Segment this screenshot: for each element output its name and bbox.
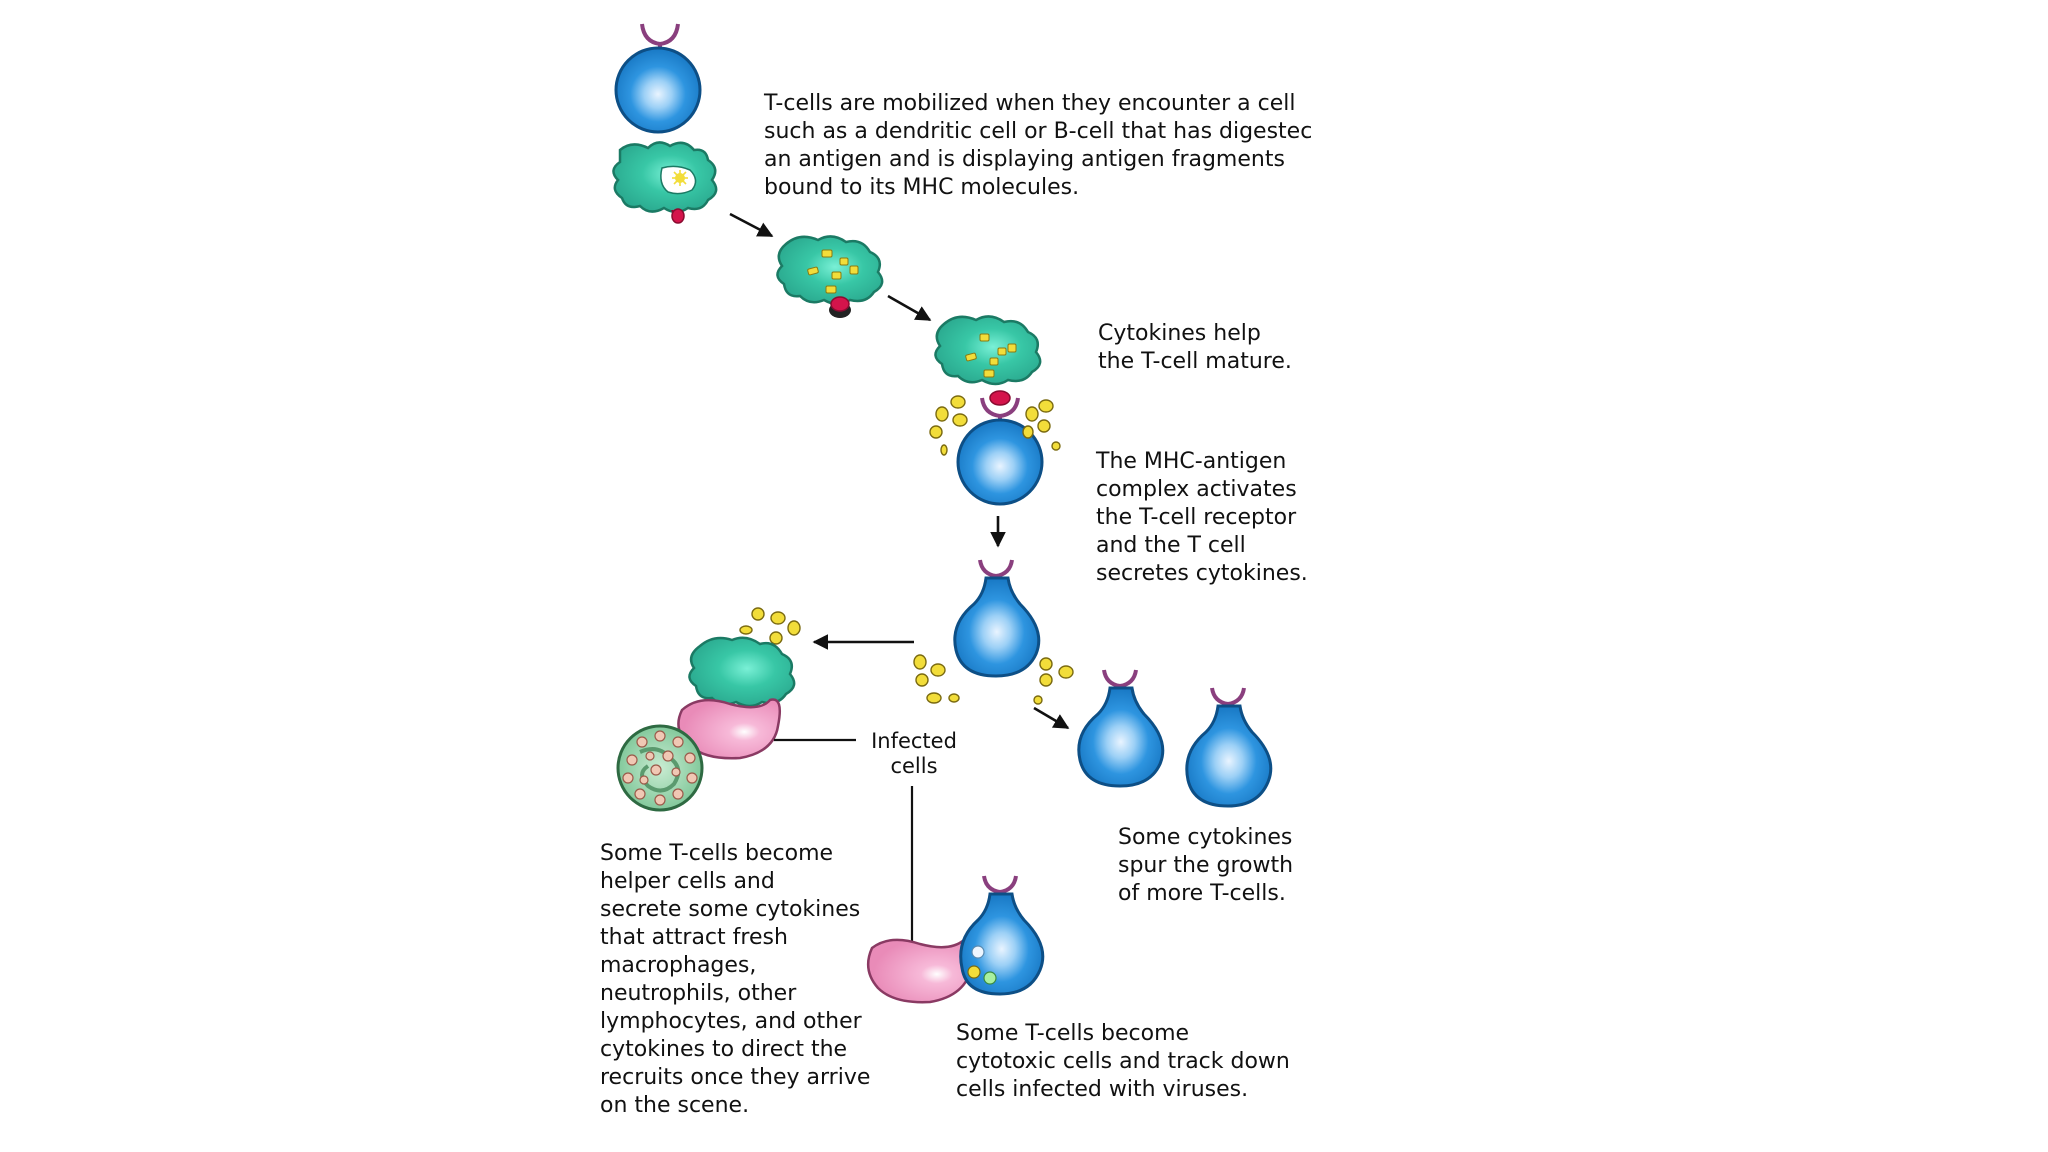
caption-line: such as a dendritic cell or B-cell that … [764,119,1312,144]
infected-cell-icon [866,938,975,1004]
caption-line: the T-cell mature. [1098,349,1292,374]
arrow-icon [729,212,774,238]
cytokine-icon [929,395,1061,456]
label-infected-cells: Infected cells [871,729,957,778]
caption-line: Some cytokines [1118,825,1292,850]
arrow-icon [1033,706,1070,730]
caption-line: secrete some cytokines [600,897,860,922]
cytokine-icon [739,607,801,645]
t-cell-icon [1077,669,1165,788]
t-cell-icon [953,559,1041,678]
caption-line: complex activates [1096,477,1297,502]
caption-line: cytotoxic cells and track down [956,1049,1290,1074]
caption-line: helper cells and [600,869,775,894]
t-cell-icon [959,875,1045,996]
caption-line: spur the growth [1118,853,1293,878]
caption-line: that attract fresh [600,925,788,950]
caption-line: lymphocytes, and other [600,1009,863,1034]
caption-helper: Some T-cells become helper cells and sec… [600,841,870,1118]
caption-line: bound to its MHC molecules. [764,175,1079,200]
caption-step1: T-cells are mobilized when they encounte… [763,91,1312,200]
caption-line: T-cells are mobilized when they encounte… [763,91,1295,116]
caption-line: and the T cell [1096,533,1246,558]
arrow-icon [887,294,932,322]
dendritic-cell-icon [776,235,884,318]
caption-line: an antigen and is displaying antigen fra… [764,147,1285,172]
cytokine-icon [913,654,1074,705]
caption-line: macrophages, [600,953,756,978]
granulocyte-icon [616,724,704,812]
dendritic-cell-icon [612,141,718,224]
caption-line: cytokines to direct the [600,1037,847,1062]
caption-step2: Cytokines help the T-cell mature. [1098,321,1292,374]
caption-line: Cytokines help [1098,321,1261,346]
caption-line: neutrophils, other [600,981,797,1006]
caption-line: of more T-cells. [1118,881,1286,906]
caption-growth: Some cytokines spur the growth of more T… [1118,825,1293,906]
caption-line: The MHC-antigen [1095,449,1286,474]
dendritic-cell-icon [934,315,1042,406]
caption-line: secretes cytokines. [1096,561,1308,586]
caption-step3: The MHC-antigen complex activates the T-… [1095,449,1308,586]
caption-line: cells infected with viruses. [956,1077,1248,1102]
dendritic-cell-icon [688,636,796,708]
caption-line: on the scene. [600,1093,749,1118]
caption-line: the T-cell receptor [1096,505,1297,530]
caption-line: recruits once they arrive [600,1065,870,1090]
caption-line: Some T-cells become [600,841,833,866]
caption-cytotoxic: Some T-cells become cytotoxic cells and … [956,1021,1290,1102]
t-cell-icon [956,397,1044,506]
label-line: Infected [871,729,957,753]
t-cell-icon [1185,687,1273,808]
label-line: cells [890,754,937,778]
caption-line: Some T-cells become [956,1021,1189,1046]
t-cell-icon [614,23,702,134]
